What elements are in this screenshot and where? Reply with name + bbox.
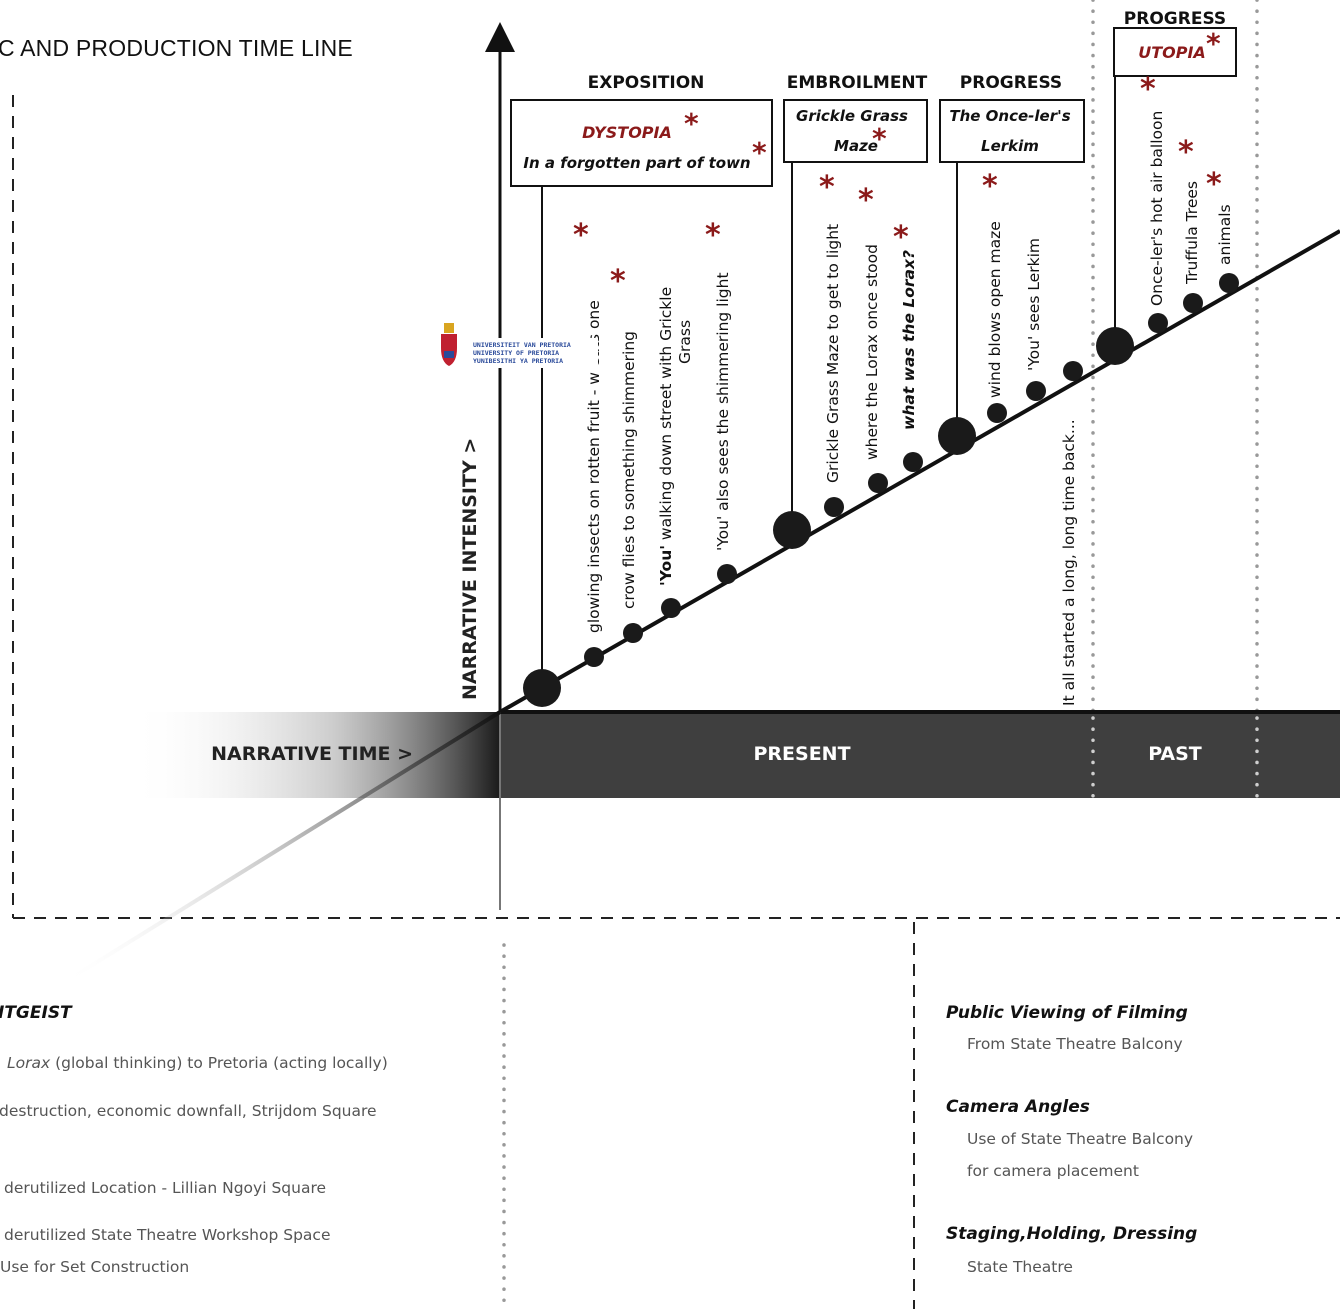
note-line: derutilized State Theatre Workshop Space xyxy=(4,1226,331,1244)
event-point xyxy=(903,452,923,472)
band-present-label: PRESENT xyxy=(753,743,850,765)
y-axis-label: NARRATIVE INTENSITY > xyxy=(459,438,481,700)
event-label: what was the Lorax? xyxy=(900,250,918,430)
stage-box-past-title: UTOPIA xyxy=(1138,43,1206,62)
notes-heading: ITGEIST xyxy=(0,1003,73,1023)
asterisk-icon: * xyxy=(872,122,887,155)
note-line: for camera placement xyxy=(967,1162,1139,1180)
band-dots xyxy=(1091,716,1259,800)
asterisk-icon: * xyxy=(819,170,835,205)
event-point xyxy=(623,623,643,643)
milestone-progress xyxy=(938,417,976,455)
page-title: C AND PRODUCTION TIME LINE xyxy=(0,35,353,61)
event-label: Grickle Grass Maze to get to light xyxy=(824,224,842,483)
event-points xyxy=(523,273,1239,707)
stage-box-embroilment-line2: Maze xyxy=(834,137,878,155)
note-line: Lorax (global thinking) to Pretoria (act… xyxy=(7,1054,388,1072)
event-label: 'You' also sees the shimmering light xyxy=(714,272,732,551)
stage-leaders xyxy=(541,76,1116,687)
notes-heading: Public Viewing of Filming xyxy=(946,1003,1188,1023)
event-point xyxy=(868,473,888,493)
milestone-embroilment xyxy=(773,511,811,549)
production-notes: Public Viewing of Filming From State The… xyxy=(946,1003,1197,1276)
asterisk-markers: * * * * * * * * * * * * * * xyxy=(573,27,1222,299)
event-point xyxy=(584,647,604,667)
asterisk-icon: * xyxy=(573,218,589,253)
event-point xyxy=(1026,381,1046,401)
event-label: glowing insects on rotten fruit - w eats… xyxy=(585,300,603,633)
event-point xyxy=(824,497,844,517)
logo-line-2: UNIVERSITY OF PRETORIA xyxy=(473,349,559,357)
note-line: destruction, economic downfall, Strijdom… xyxy=(0,1102,377,1120)
stage-box-progress-line1: The Once-ler's xyxy=(949,107,1070,125)
stage-header-exposition: EXPOSITION xyxy=(588,73,705,93)
note-line: derutilized Location - Lillian Ngoyi Squ… xyxy=(4,1179,326,1197)
event-label: Truffula Trees xyxy=(1183,181,1201,285)
note-rest: (global thinking) to Pretoria (acting lo… xyxy=(50,1054,388,1072)
asterisk-icon: * xyxy=(982,169,998,204)
university-logo: UNIVERSITEIT VAN PRETORIA UNIVERSITY OF … xyxy=(441,323,598,368)
stage-box-exposition-subtitle: In a forgotten part of town xyxy=(523,154,750,172)
note-line: Use of State Theatre Balcony xyxy=(967,1130,1193,1148)
logo-line-3: YUNIBESITHI YA PRETORIA xyxy=(473,357,563,365)
event-point xyxy=(1148,313,1168,333)
event-point xyxy=(661,598,681,618)
note-line: State Theatre xyxy=(967,1258,1073,1276)
time-band xyxy=(500,712,1340,798)
zeitgeist-notes: ITGEIST Lorax (global thinking) to Preto… xyxy=(0,1003,388,1276)
event-label: 'You' walking down street with Grickle xyxy=(657,287,675,586)
event-label: where the Lorax once stood xyxy=(863,244,881,460)
milestone-past xyxy=(1096,327,1134,365)
stage-box-progress-line2: Lerkim xyxy=(981,137,1039,155)
milestone-exposition xyxy=(523,669,561,707)
event-point xyxy=(1219,273,1239,293)
event-label-rest: walking down street with Grickle xyxy=(657,287,675,545)
event-point xyxy=(1063,361,1083,381)
event-point xyxy=(987,403,1007,423)
asterisk-icon: * xyxy=(1140,72,1156,107)
note-emphasis: Lorax xyxy=(7,1054,51,1072)
stage-header-embroilment: EMBROILMENT xyxy=(787,73,928,93)
asterisk-icon: * xyxy=(1178,135,1194,170)
stage-boxes xyxy=(510,27,1237,187)
notes-heading: Camera Angles xyxy=(946,1097,1090,1117)
event-label-emphasis: 'You' xyxy=(657,545,675,586)
band-past-label: PAST xyxy=(1148,743,1202,765)
event-point xyxy=(717,564,737,584)
asterisk-icon: * xyxy=(1206,167,1222,202)
logo-line-1: UNIVERSITEIT VAN PRETORIA xyxy=(473,341,571,349)
event-label: crow flies to something shimmering xyxy=(620,331,638,609)
asterisk-icon: * xyxy=(705,218,721,253)
stage-header-progress: PROGRESS xyxy=(960,73,1062,93)
asterisk-icon: * xyxy=(893,220,909,255)
dashed-frame xyxy=(12,95,1340,919)
event-label: It all started a long, long time back... xyxy=(1060,419,1078,706)
event-labels: glowing insects on rotten fruit - w eats… xyxy=(585,111,1234,706)
dotted-separators xyxy=(502,0,1259,1309)
notes-heading: Staging,Holding, Dressing xyxy=(946,1224,1197,1244)
asterisk-icon: * xyxy=(610,264,626,299)
event-label: animals xyxy=(1216,204,1234,265)
event-label: Once-ler's hot air balloon xyxy=(1148,111,1166,306)
y-axis-arrow-icon xyxy=(485,22,515,52)
asterisk-icon: * xyxy=(752,136,767,169)
trend-line-fade xyxy=(58,710,502,987)
asterisk-icon: * xyxy=(684,107,699,140)
shield-icon xyxy=(441,334,457,366)
stage-header-progress-past: PROGRESS xyxy=(1124,9,1226,29)
stage-box-embroilment-line1: Grickle Grass xyxy=(796,107,908,125)
event-label-continued: Grass xyxy=(676,320,694,364)
note-line: Use for Set Construction xyxy=(0,1258,189,1276)
x-axis-label: NARRATIVE TIME > xyxy=(211,743,413,765)
note-line: From State Theatre Balcony xyxy=(967,1035,1183,1053)
time-band-fade xyxy=(130,712,500,798)
asterisk-icon: * xyxy=(1206,27,1221,60)
event-label: 'You' sees Lerkim xyxy=(1025,238,1043,371)
event-point xyxy=(1183,293,1203,313)
asterisk-icon: * xyxy=(858,183,874,218)
event-label: wind blows open maze xyxy=(986,221,1004,398)
stage-box-exposition-title: DYSTOPIA xyxy=(582,123,672,142)
